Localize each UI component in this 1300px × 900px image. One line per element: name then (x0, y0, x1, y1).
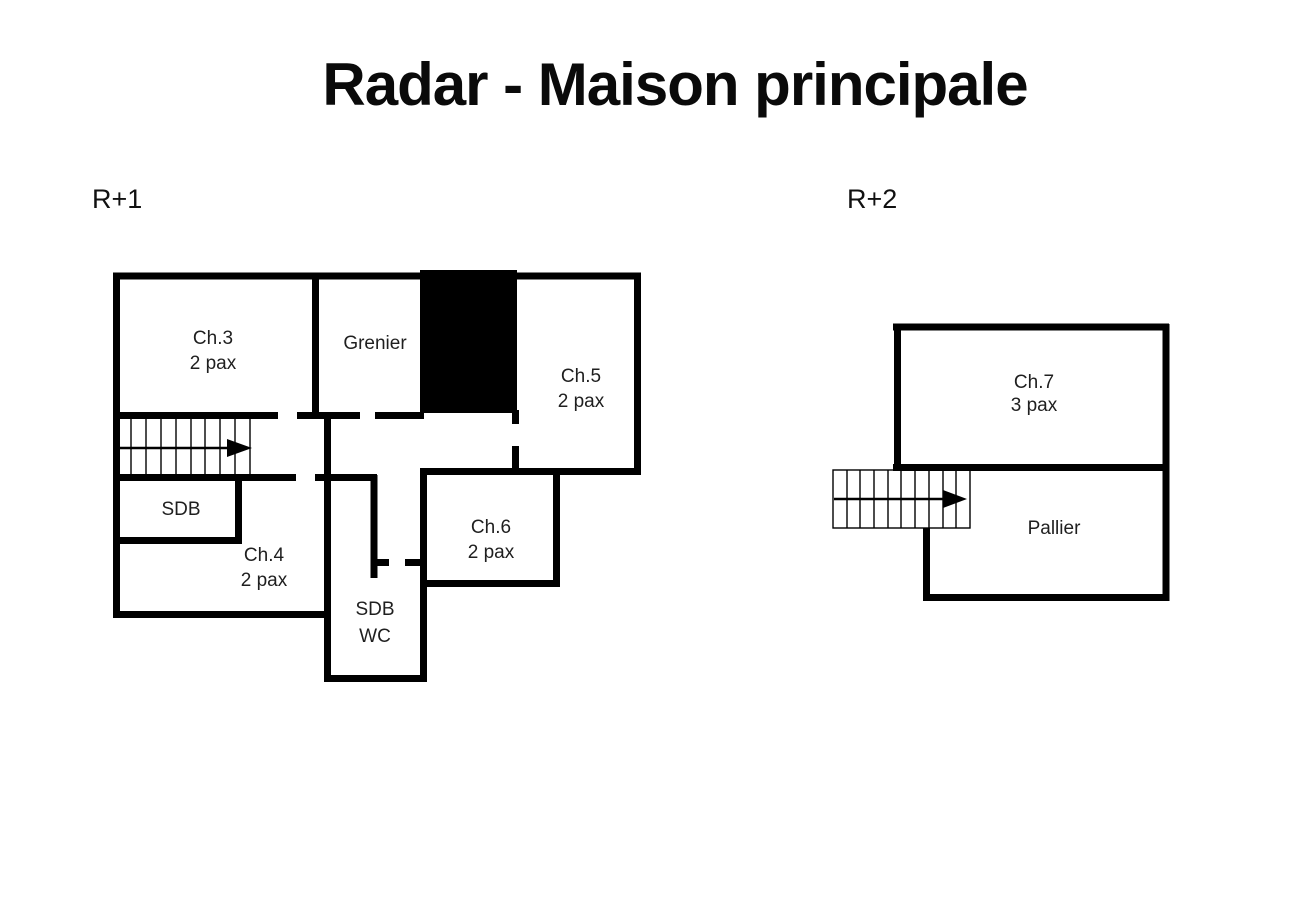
page-title: Radar - Maison principale (322, 51, 1028, 118)
room-name: Ch.7 (1013, 372, 1055, 393)
room-label-ch5: Ch.5 2 pax (558, 364, 604, 414)
room-capacity: 3 pax (1010, 395, 1058, 416)
floorplan-r1 (113, 270, 641, 682)
staircase-r1 (119, 419, 252, 474)
room-label-pallier: Pallier (1028, 516, 1081, 541)
room-label-grenier: Grenier (343, 331, 406, 356)
staircase-r2 (832, 469, 971, 529)
floor-label-r2: R+2 (847, 184, 898, 214)
walls-r1 (113, 272, 641, 682)
room-capacity: 2 pax (240, 570, 288, 591)
room-capacity: 2 pax (189, 353, 237, 374)
room-label-sdb: SDB (161, 497, 200, 522)
room-name: Ch.6 (470, 517, 512, 538)
room-label-ch4: Ch.4 2 pax (241, 543, 287, 593)
room-name: Ch.5 (560, 366, 602, 387)
floorplan-r2 (832, 323, 1170, 601)
room-name: Pallier (1027, 518, 1081, 539)
stair-arrow-icon (227, 439, 252, 457)
walls-r2 (893, 323, 1170, 601)
staircase-treads-r1 (130, 419, 251, 474)
room-capacity: 2 pax (467, 542, 515, 563)
floor-label-r1: R+1 (92, 184, 143, 214)
room-name: Ch.3 (192, 328, 234, 349)
room-name: Ch.4 (243, 545, 285, 566)
room-label-sdb-wc: SDB WC (355, 596, 394, 650)
room-label-ch7: Ch.7 3 pax (1011, 371, 1057, 417)
shaft-filled-area (420, 270, 517, 413)
room-label-ch3: Ch.3 2 pax (190, 326, 236, 376)
stair-arrow-icon (943, 490, 967, 508)
room-name: SDB (355, 599, 395, 620)
room-capacity: 2 pax (557, 391, 605, 412)
room-name: SDB (161, 499, 201, 520)
room-name: Grenier (343, 333, 407, 354)
room-label-ch6: Ch.6 2 pax (468, 515, 514, 565)
room-capacity: WC (359, 626, 391, 647)
